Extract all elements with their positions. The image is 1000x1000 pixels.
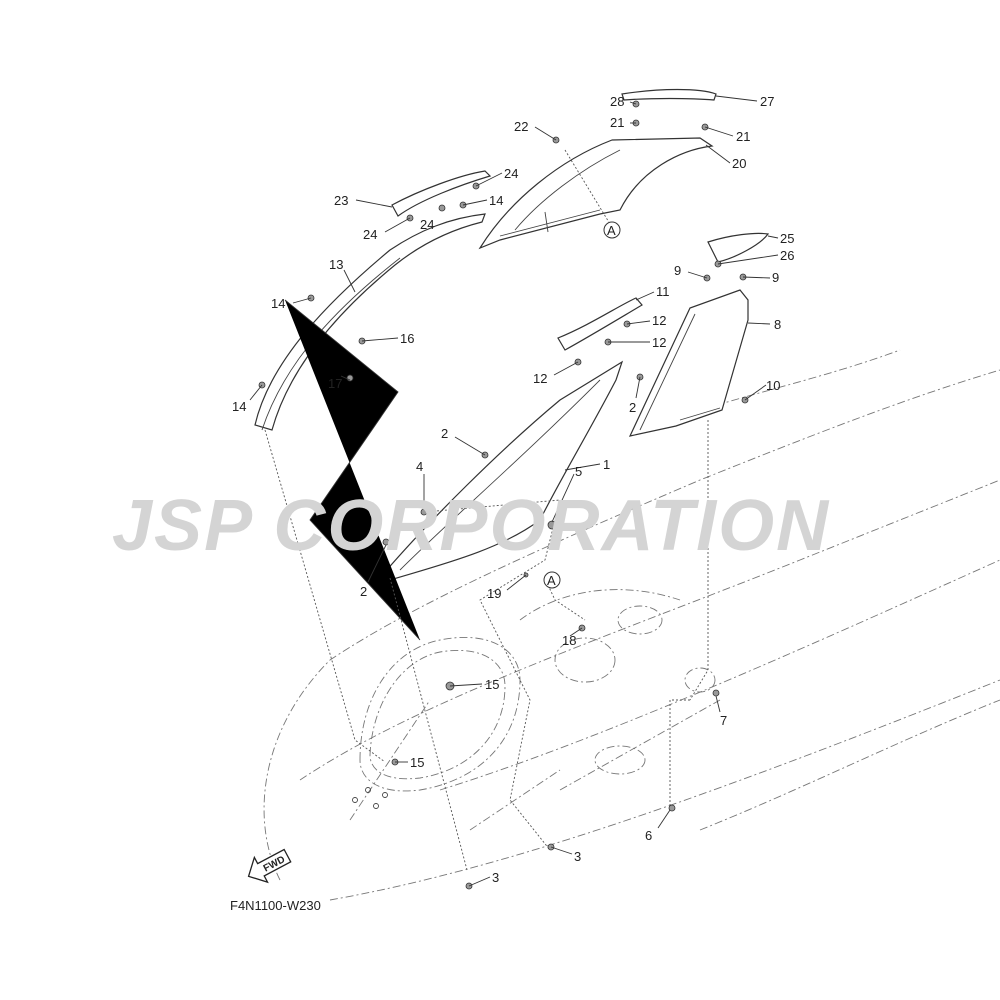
callout-26: 26 <box>780 248 794 263</box>
callout-25: 25 <box>780 231 794 246</box>
callout-17: 17 <box>328 376 342 391</box>
callout-5: 5 <box>575 464 582 479</box>
callout-21: 21 <box>736 129 750 144</box>
diagram-code: F4N1100-W230 <box>230 898 321 913</box>
callout-9: 9 <box>772 270 779 285</box>
callout-1: 1 <box>603 457 610 472</box>
callout-15: 15 <box>410 755 424 770</box>
callout-12: 12 <box>652 313 666 328</box>
fwd-label: FWD <box>262 854 287 874</box>
callout-28: 28 <box>610 94 624 109</box>
callouts: 27 28 21 21 22 20 24 23 14 24 24 A 25 26… <box>232 94 794 887</box>
callout-27: 27 <box>760 94 774 109</box>
leader-lines <box>264 149 709 871</box>
callout-10: 10 <box>766 378 780 393</box>
callout-11: 11 <box>656 284 670 299</box>
callout-2: 2 <box>629 400 636 415</box>
callout-3: 3 <box>492 870 499 885</box>
part-23 <box>391 170 492 217</box>
callout-8: 8 <box>774 317 781 332</box>
callout-14: 14 <box>489 193 503 208</box>
ref-mark-a <box>603 221 621 239</box>
fwd-arrow-icon: FWD <box>247 848 292 884</box>
ref-mark-a-label: A <box>547 573 556 588</box>
callout-2: 2 <box>360 584 367 599</box>
callout-3: 3 <box>574 849 581 864</box>
part-11 <box>557 297 643 351</box>
ref-mark-a-label: A <box>607 223 616 238</box>
callout-24: 24 <box>504 166 518 181</box>
callout-13: 13 <box>329 257 343 272</box>
callout-14: 14 <box>271 296 285 311</box>
callout-12: 12 <box>533 371 547 386</box>
part-1 <box>384 360 624 581</box>
part-8 <box>628 289 749 437</box>
watermark-text: JSP CORPORATION <box>112 486 830 566</box>
callout-15: 15 <box>485 677 499 692</box>
callout-24: 24 <box>363 227 377 242</box>
callout-2: 2 <box>441 426 448 441</box>
callout-4: 4 <box>416 459 423 474</box>
part-27 <box>621 88 717 101</box>
callout-20: 20 <box>732 156 746 171</box>
part-upper-cover <box>478 137 714 250</box>
callout-18: 18 <box>562 633 576 648</box>
callout-22: 22 <box>514 119 528 134</box>
callout-9: 9 <box>674 263 681 278</box>
callout-16: 16 <box>400 331 414 346</box>
ref-mark-a <box>543 571 561 589</box>
callout-7: 7 <box>720 713 727 728</box>
callout-24: 24 <box>420 217 434 232</box>
callout-21: 21 <box>610 115 624 130</box>
callout-23: 23 <box>334 193 348 208</box>
callout-19: 19 <box>487 586 501 601</box>
part-25 <box>707 232 770 263</box>
watermark: JSP CORPORATION <box>112 486 830 566</box>
callout-6: 6 <box>645 828 652 843</box>
callout-12: 12 <box>652 335 666 350</box>
callout-14: 14 <box>232 399 246 414</box>
